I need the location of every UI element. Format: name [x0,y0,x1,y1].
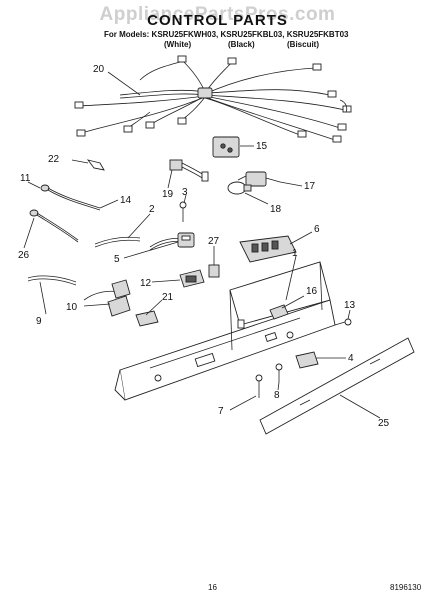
callout-13: 13 [344,300,356,311]
clip-part-4 [295,351,319,369]
callout-1: 1 [292,248,298,259]
callout-27: 27 [208,236,220,247]
callout-26: 26 [18,250,30,261]
callout-6: 6 [314,224,320,235]
models-line: For Models: KSRU25FKWH03, KSRU25FKBL03, … [104,30,349,39]
control-part-10 [83,279,131,317]
label-part-21 [135,310,159,327]
watermark: AppliancePartsPros.com [99,4,336,25]
screw-part-3 [179,201,187,222]
callout-8: 8 [274,390,280,401]
callout-22: 22 [48,154,60,165]
color-label-black: (Black) [228,40,255,49]
bracket-part-16 [269,304,289,320]
control-board-part-6 [239,235,297,263]
callout-19: 19 [162,189,174,200]
callout-7: 7 [218,406,224,417]
callout-21: 21 [162,292,174,303]
control-part-5 [149,232,195,251]
callout-3: 3 [182,187,188,198]
sensor-probe-part-26 [29,209,79,243]
wire-harness-part-20 [74,55,352,143]
callout-17: 17 [304,181,316,192]
callout-16: 16 [306,286,318,297]
tube-part-9 [27,275,77,286]
label-part-27 [208,264,220,278]
callout-2: 2 [149,204,155,215]
document-number: 8196130 [390,583,422,592]
light-socket-part-17 [237,171,281,187]
light-bulb-part-18 [227,181,252,195]
color-label-white: (White) [164,40,192,49]
screws-part-7-8 [255,363,283,398]
callout-18: 18 [270,204,282,215]
callout-10: 10 [66,302,78,313]
tube-part-2 [94,236,141,248]
connector-part-19 [169,159,209,182]
control-module-part-12 [179,269,205,288]
screw-part-13 [334,318,352,326]
callout-11: 11 [20,173,31,184]
callout-5: 5 [114,254,120,265]
callout-25: 25 [378,418,390,429]
callout-20: 20 [93,64,105,75]
control-housing-part-1 [114,261,336,401]
page-number: 16 [208,583,217,592]
front-trim-part-25 [259,337,415,435]
page-title: CONTROL PARTS [147,12,288,29]
callout-15: 15 [256,141,268,152]
callout-14: 14 [120,195,132,206]
sensor-probe-part-11-14 [40,184,101,211]
callout-9: 9 [36,316,42,327]
plate-part-15 [212,136,240,158]
callout-12: 12 [140,278,152,289]
callout-4: 4 [348,353,354,364]
leader-lines [23,71,381,419]
color-label-biscuit: (Biscuit) [287,40,319,49]
clip-part-22 [86,159,105,171]
